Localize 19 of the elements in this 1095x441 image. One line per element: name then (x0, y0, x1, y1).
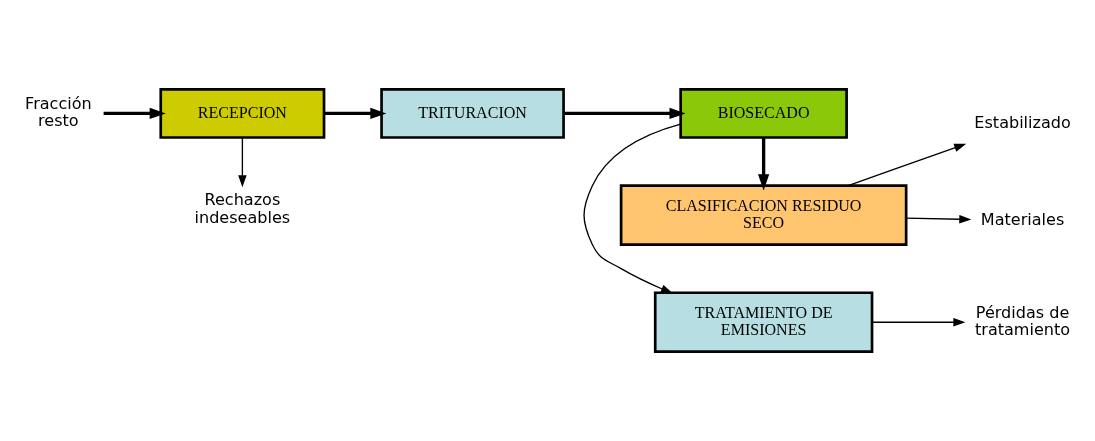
node-text: Estabilizado (974, 113, 1071, 133)
node-text: Pérdidas de tratamiento (975, 302, 1071, 340)
arrow (103, 107, 166, 120)
node-text: Materiales (980, 209, 1065, 229)
node-box: TRATAMIENTO DE EMISIONES (653, 291, 874, 353)
arrow (871, 318, 966, 327)
arrow (324, 107, 387, 120)
node-box: BIOSECADO (679, 88, 848, 139)
arrow (563, 107, 686, 120)
arrow (238, 136, 247, 188)
node-box: TRITURACION (380, 88, 565, 139)
node-box: CLASIFICACION RESIDUO SECO (619, 184, 908, 246)
arrow (758, 137, 770, 191)
node-box: RECEPCION (159, 88, 326, 139)
arrow (583, 123, 682, 294)
arrow (905, 215, 972, 224)
node-text: Rechazos indeseables (194, 190, 291, 227)
arrow (847, 143, 967, 187)
node-text: Fracción resto (25, 93, 92, 131)
